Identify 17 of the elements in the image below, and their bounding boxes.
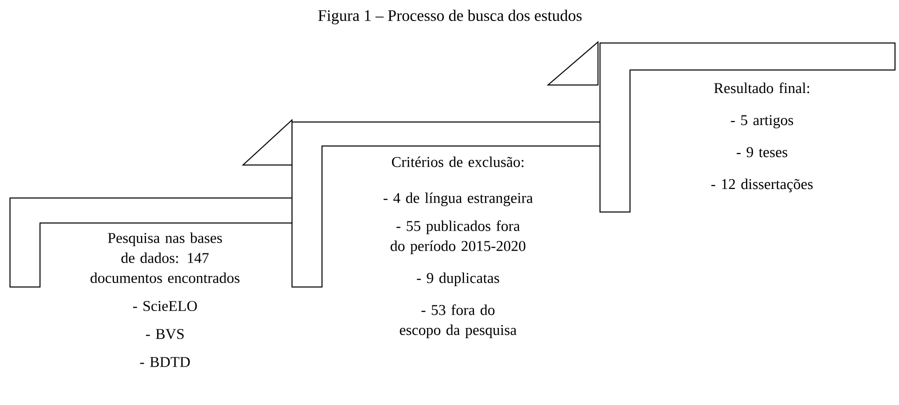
node-label: Critérios de exclusão: [392,156,524,168]
node-label: Pesquisa nas bases de dados: 147 documentos encontrados [90,232,240,284]
step-text: Pesquisa nas bases de dados: 147 documentos encontrados - ScieELO - BVS - BDTD [90,232,240,367]
node-label: - 53 fora do escopo da pesquisa [400,304,517,338]
node-label: - 12 dissertações [711,178,813,192]
node-label: - BDTD [140,357,190,367]
node-label: - ScieELO [133,300,197,312]
node-label: - 9 teses [736,147,788,158]
figure-title: Figura 1 – Processo de busca dos estudos [318,10,582,24]
node-label: - 4 de língua estrangeira [384,192,533,206]
node-label: - 9 duplicatas [416,272,500,286]
node-label: - 5 artigos [730,115,794,128]
step-text: Critérios de exclusão: - 4 de língua estrangeira - 55 publicados fora do período 2015-2020 - 9 duplicatas - 53 fora do escopo da pesquisa [384,156,533,338]
step-text: Resultado final: - 5 artigos - 9 teses - 12 dissertações [711,82,813,192]
node-label: - BVS [146,328,184,340]
node-label: Resultado final: [714,82,810,94]
node-label: - 55 publicados fora do período 2015-2020 [390,220,526,254]
